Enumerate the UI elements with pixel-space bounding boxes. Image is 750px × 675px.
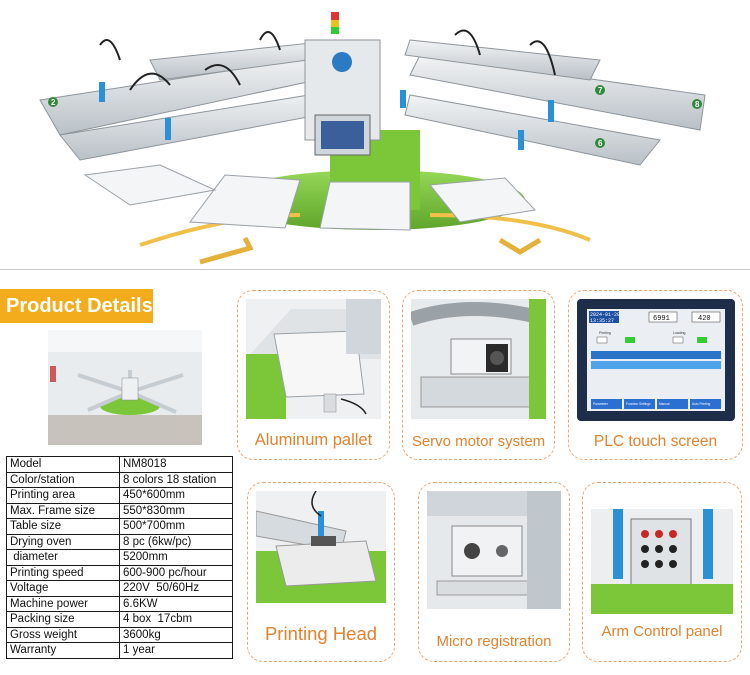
spec-value: 1 year bbox=[119, 642, 233, 659]
feature-card-micro-registration: Micro registration bbox=[418, 482, 570, 662]
spec-value: 220V 50/60Hz bbox=[119, 580, 233, 597]
feature-card-servo-motor: Servo motor system bbox=[402, 290, 555, 460]
spec-value: 500*700mm bbox=[119, 518, 233, 535]
spec-key: Packing size bbox=[6, 611, 120, 628]
feature-caption: Printing Head bbox=[264, 623, 378, 644]
station-number: 6 bbox=[598, 139, 603, 148]
section-divider bbox=[0, 269, 750, 270]
factory-photo bbox=[48, 330, 202, 445]
plc-screen-photo: 2024-01-20 13:35:27 6991 420 Printing Lo… bbox=[577, 299, 735, 421]
feature-card-printing-head: Printing Head bbox=[247, 482, 395, 662]
spec-key: Machine power bbox=[6, 595, 120, 612]
plc-button-auto-printing[interactable]: Auto Printing bbox=[692, 402, 710, 406]
spec-key: Color/station bbox=[6, 471, 120, 488]
feature-caption: Aluminum pallet bbox=[254, 431, 373, 449]
plc-counter-right: 420 bbox=[698, 315, 711, 323]
plc-button-manual[interactable]: Manual bbox=[659, 402, 670, 406]
feature-caption: Arm Control panel bbox=[601, 623, 723, 640]
station-number: 7 bbox=[598, 86, 603, 95]
product-details-banner: Product Details bbox=[0, 289, 153, 323]
spec-key: Printing speed bbox=[6, 564, 120, 581]
spec-key: Printing area bbox=[6, 487, 120, 504]
feature-caption: Micro registration bbox=[436, 633, 552, 650]
feature-card-aluminum-pallet: Aluminum pallet bbox=[237, 290, 390, 460]
spec-key: diameter bbox=[6, 549, 120, 566]
spec-key: Gross weight bbox=[6, 626, 120, 643]
station-number: 2 bbox=[51, 98, 56, 107]
spec-value: 550*830mm bbox=[119, 502, 233, 519]
spec-value: 6.6KW bbox=[119, 595, 233, 612]
spec-key: Table size bbox=[6, 518, 120, 535]
aluminum-pallet-photo bbox=[246, 299, 381, 419]
servo-motor-photo bbox=[411, 299, 546, 419]
spec-value: 4 box 17cbm bbox=[119, 611, 233, 628]
feature-card-arm-control-panel: Arm Control panel bbox=[582, 482, 742, 662]
spec-value: 450*600mm bbox=[119, 487, 233, 504]
plc-date: 2024-01-20 bbox=[590, 312, 620, 318]
plc-button-function-settings[interactable]: Function Settings bbox=[626, 402, 651, 406]
spec-value: 3600kg bbox=[119, 626, 233, 643]
spec-key: Max. Frame size bbox=[6, 502, 120, 519]
printing-head-photo bbox=[256, 491, 386, 603]
plc-time: 13:35:27 bbox=[590, 318, 614, 324]
spec-value: 8 pc (6kw/pc) bbox=[119, 533, 233, 550]
arm-control-panel-photo bbox=[591, 509, 733, 614]
station-number: 8 bbox=[695, 100, 700, 109]
plc-label-right: Loading bbox=[673, 331, 686, 335]
spec-value: 5200mm bbox=[119, 549, 233, 566]
spec-value: NM8018 bbox=[119, 456, 233, 473]
plc-counter-left: 6991 bbox=[653, 315, 670, 323]
spec-value: 600-900 pc/hour bbox=[119, 564, 233, 581]
plc-label-left: Printing bbox=[599, 331, 611, 335]
spec-key: Drying oven bbox=[6, 533, 120, 550]
machine-hero-image: 2 8 7 6 bbox=[39, 12, 706, 265]
spec-value: 8 colors 18 station bbox=[119, 471, 233, 488]
feature-caption: Servo motor system bbox=[411, 433, 546, 450]
spec-key: Warranty bbox=[6, 642, 120, 659]
plc-button-parameter[interactable]: Parameter bbox=[593, 402, 609, 406]
spec-key: Voltage bbox=[6, 580, 120, 597]
spec-key: Model bbox=[6, 456, 120, 473]
feature-card-plc-touch-screen: 2024-01-20 13:35:27 6991 420 Printing Lo… bbox=[568, 290, 743, 460]
feature-caption: PLC touch screen bbox=[593, 433, 718, 450]
micro-registration-photo bbox=[427, 491, 561, 609]
